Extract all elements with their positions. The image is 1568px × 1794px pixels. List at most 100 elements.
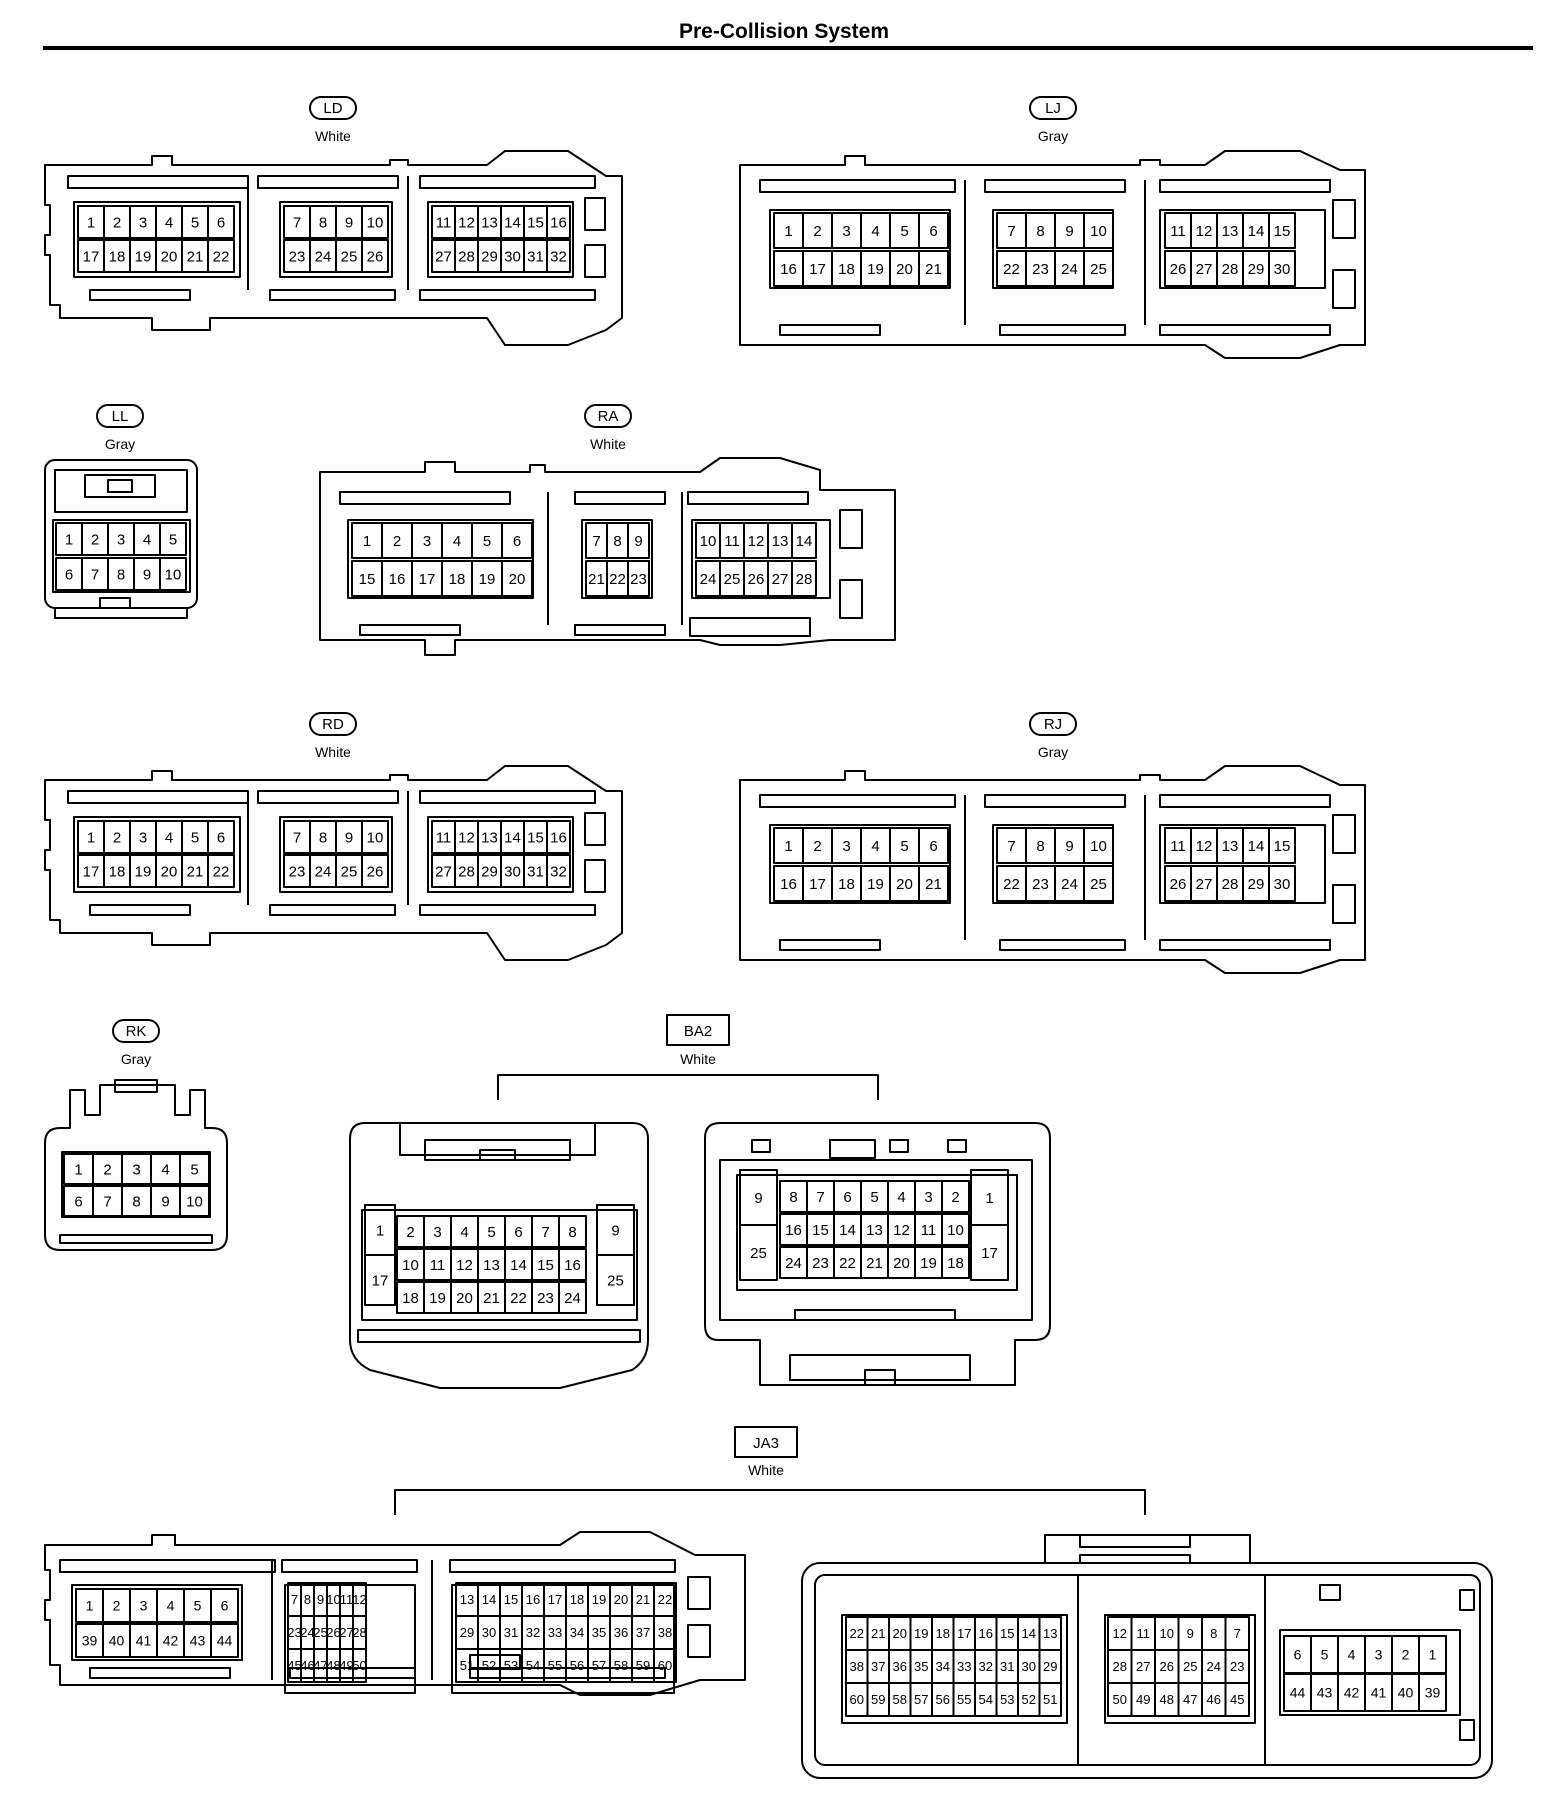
pin-cell: 10 [361, 820, 389, 854]
pin-cell: 19 [914, 1246, 943, 1279]
pin-cell-box [1083, 212, 1114, 249]
pin-cell: 2 [1391, 1635, 1420, 1674]
pin-number: 1 [784, 223, 792, 240]
pin-number: 22 [1003, 261, 1020, 278]
pin-number: 10 [186, 1193, 203, 1210]
pin-number: 14 [510, 1257, 527, 1274]
pin-cell: 14 [500, 205, 525, 239]
pin-number: 56 [936, 1692, 950, 1707]
pin-cell-box [207, 205, 235, 239]
pin-number: 3 [139, 829, 147, 846]
pin-cell: 1 [77, 820, 105, 854]
pin-number: 26 [1170, 876, 1187, 893]
connector-housing-b [704, 1122, 1051, 1386]
pin-number: 13 [772, 533, 789, 550]
pin-number: 38 [850, 1659, 864, 1674]
pin-cell: 30 [477, 1615, 501, 1650]
pin-block-1 [769, 209, 951, 289]
connector-id: RK [126, 1023, 147, 1040]
pin-number: 26 [367, 248, 384, 265]
pin-number: 10 [402, 1257, 419, 1274]
pin-number: 14 [504, 829, 521, 846]
pin-number: 22 [658, 1592, 672, 1607]
pin-number: 10 [367, 214, 384, 231]
pin-block-2 [279, 816, 393, 893]
pin-cell: 26 [1154, 1649, 1180, 1684]
pin-cell: 10 [361, 205, 389, 239]
pin-number: 22 [839, 1255, 856, 1272]
pin-cell: 7 [996, 827, 1027, 864]
pin-number: 2 [813, 223, 821, 240]
connector-id: RJ [1044, 716, 1062, 733]
pin-number: 35 [592, 1625, 606, 1640]
pin-number: 8 [117, 566, 125, 583]
pin-cell: 5 [1310, 1635, 1339, 1674]
pin-cell: 28 [454, 239, 479, 273]
pin-cell: 10 [396, 1248, 425, 1281]
pin-number: 3 [132, 1161, 140, 1178]
pin-number: 24 [315, 863, 332, 880]
pin-cell: 15 [523, 820, 548, 854]
pin-cell: 1 [75, 1588, 104, 1623]
pin-number: 11 [1170, 838, 1186, 855]
pin-number: 6 [1294, 1647, 1302, 1663]
pin-cell: 21 [918, 250, 949, 287]
pin-cell: 1 [773, 212, 804, 249]
pin-number: 21 [588, 571, 605, 588]
pin-cell: 8 [779, 1180, 808, 1213]
pin-number: 5 [900, 223, 908, 240]
pin-number: 18 [402, 1290, 419, 1307]
pin-number: 1 [1429, 1647, 1437, 1663]
pin-number: 3 [842, 223, 850, 240]
pin-cell: 15 [806, 1213, 835, 1246]
pin-cell-box [558, 1215, 587, 1248]
pin-cell: 23 [1025, 865, 1056, 902]
pin-number: 8 [319, 829, 327, 846]
pin-number: 23 [537, 1290, 554, 1307]
pin-number: 6 [514, 1224, 522, 1241]
pin-cell: 29 [455, 1615, 479, 1650]
pin-cell: 21 [181, 239, 209, 273]
pin-cell: 2 [103, 820, 131, 854]
pin-cell: 18 [396, 1281, 425, 1314]
pin-cell: 31 [995, 1649, 1019, 1684]
pin-number: 30 [1274, 261, 1291, 278]
pin-cell: 14 [1242, 212, 1270, 249]
pin-cell: 60 [845, 1682, 869, 1717]
pin-number: 6 [217, 214, 225, 231]
pin-block-3 [451, 1584, 675, 1694]
connector-LL: LL Gray [44, 404, 198, 619]
pin-cell: 8 [558, 1215, 587, 1248]
pin-cell: 7 [283, 205, 311, 239]
pin-cell-box [596, 1254, 635, 1306]
pin-cell: 8 [121, 1185, 152, 1217]
pin-number: 9 [345, 829, 353, 846]
pin-cell-box [918, 212, 949, 249]
pin-cell: 19 [423, 1281, 452, 1314]
pin-cell: 35 [909, 1649, 933, 1684]
pin-number: 55 [957, 1692, 971, 1707]
pin-cell: 17 [364, 1254, 396, 1306]
pin-cell-box [501, 522, 533, 559]
pin-cell: 5 [181, 820, 209, 854]
pin-cell: 6 [918, 212, 949, 249]
pin-number: 53 [504, 1658, 518, 1673]
pin-cell-box [207, 820, 235, 854]
pin-number: 20 [896, 876, 913, 893]
pin-cell: 38 [845, 1649, 869, 1684]
connector-RD: RD White [44, 712, 623, 961]
pin-cell: 11 [423, 1248, 452, 1281]
pin-number: 14 [1248, 223, 1265, 240]
pin-cell: 43 [1310, 1673, 1339, 1712]
pin-cell: 14 [833, 1213, 862, 1246]
pin-number: 9 [634, 533, 642, 550]
pin-number: 12 [458, 214, 475, 231]
pin-number: 25 [1090, 261, 1107, 278]
pin-cell: 7 [806, 1180, 835, 1213]
pin-number: 52 [482, 1658, 496, 1673]
pin-number: 23 [287, 1625, 301, 1640]
pin-number: 2 [113, 1598, 121, 1614]
pin-number: 9 [161, 1193, 169, 1210]
pin-cell: 33 [952, 1649, 976, 1684]
pin-number: 9 [754, 1190, 762, 1207]
